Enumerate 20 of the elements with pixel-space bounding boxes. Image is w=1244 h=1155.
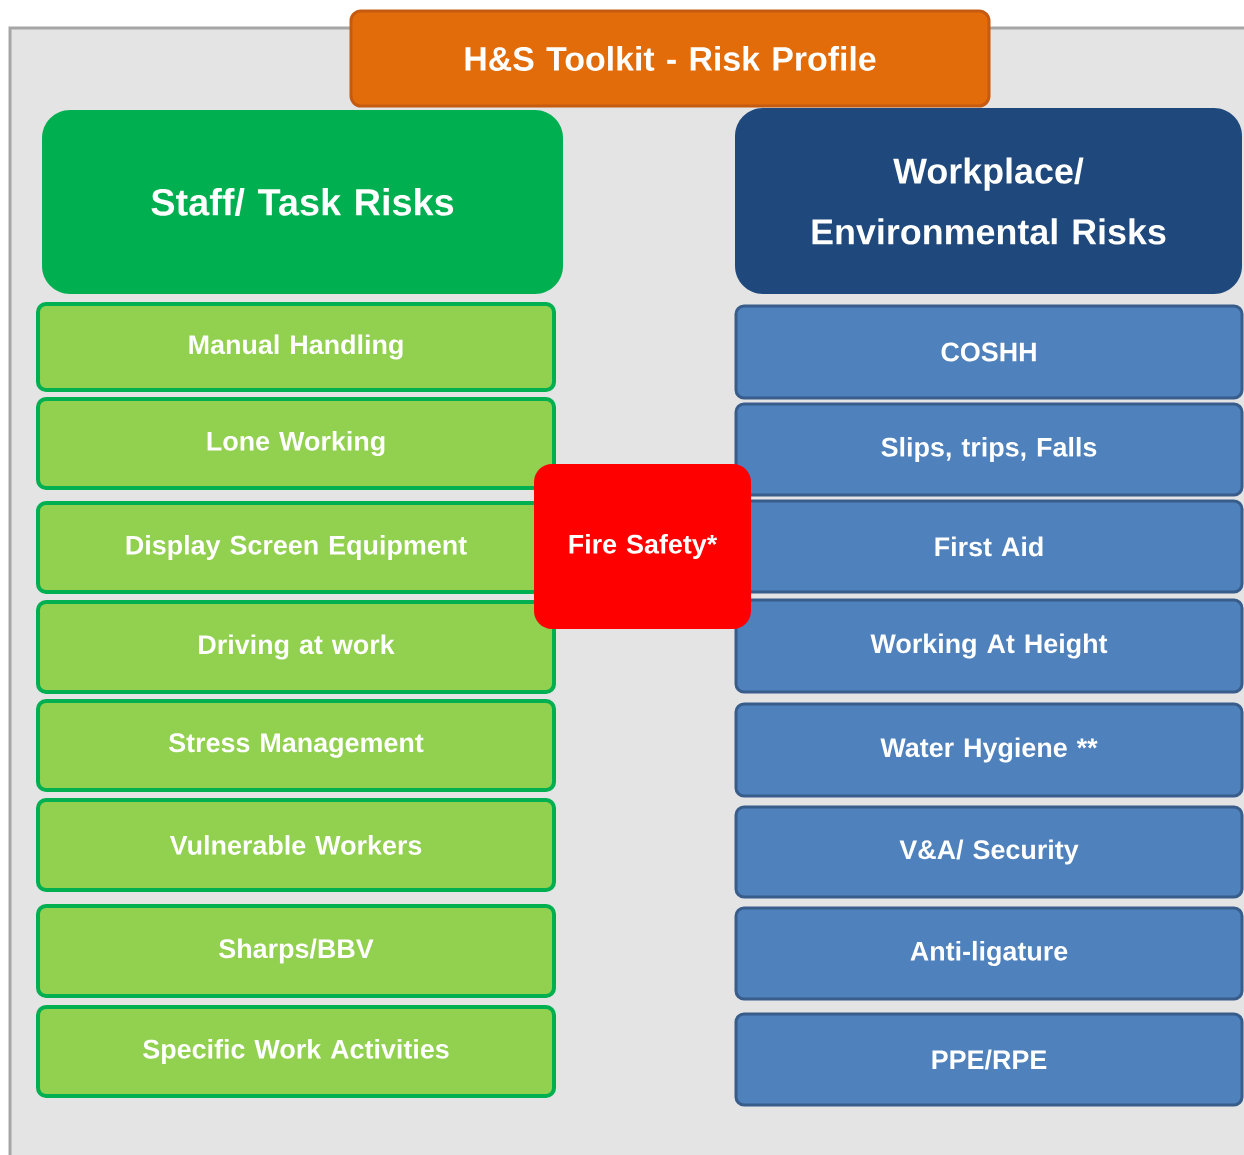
risk-box: COSHH [734,304,1244,400]
risk-box: PPE/RPE [734,1012,1244,1107]
risk-box: Slips, trips, Falls [734,402,1244,497]
title-box: H&S Toolkit - Risk Profile [349,9,991,108]
risk-box: Anti-ligature [734,906,1244,1001]
risk-box: Manual Handling [36,302,556,392]
risk-box: Driving at work [36,600,556,694]
category-header: Workplace/ Environmental Risks [735,108,1242,294]
category-header: Staff/ Task Risks [42,110,563,294]
risk-box: V&A/ Security [734,805,1244,899]
risk-box: Display Screen Equipment [36,501,556,594]
risk-box: Water Hygiene ** [734,702,1244,798]
highlight-box: Fire Safety* [534,464,751,629]
risk-box: Vulnerable Workers [36,798,556,892]
risk-box: Specific Work Activities [36,1005,556,1098]
risk-box: Stress Management [36,699,556,792]
risk-box: Sharps/BBV [36,904,556,998]
risk-box: First Aid [734,499,1244,594]
risk-box: Working At Height [734,598,1244,694]
risk-box: Lone Working [36,397,556,490]
